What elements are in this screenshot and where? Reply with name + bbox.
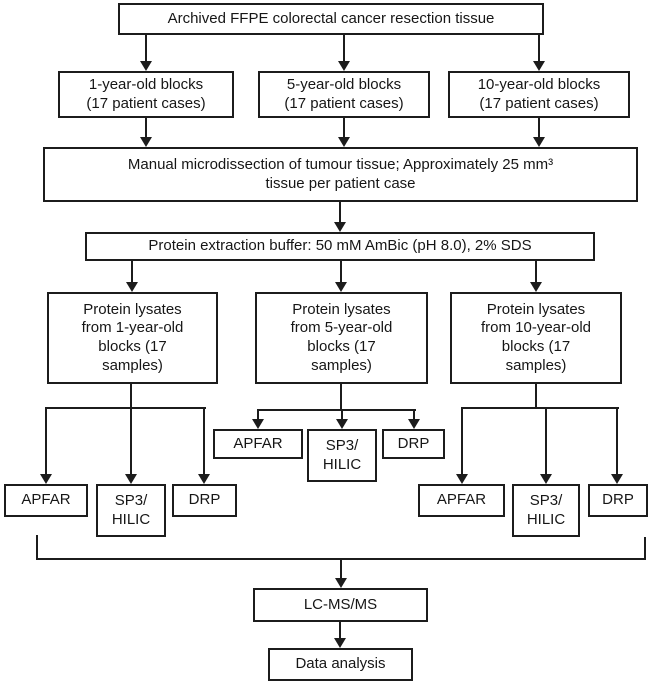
- branch-1yr-drop-sp3-head: [125, 474, 137, 484]
- arrow-micro-to-extraction-head: [334, 222, 346, 232]
- node-sp3-hilic-1yr: SP3/ HILIC: [96, 484, 166, 537]
- arrow-source-to-5yr-line: [343, 35, 345, 61]
- arrow-extraction-to-lysates10-head: [530, 282, 542, 292]
- branch-10yr-drop-drp-head: [611, 474, 623, 484]
- collector-right-stub: [644, 537, 646, 560]
- branch-5yr-drop-apfar-head: [252, 419, 264, 429]
- node-lysates-10yr: Protein lysates from 10-year-old blocks …: [450, 292, 622, 384]
- branch-5yr-bar: [257, 409, 416, 411]
- node-extraction-buffer: Protein extraction buffer: 50 mM AmBic (…: [85, 232, 595, 261]
- arrow-extraction-to-lysates10-line: [535, 261, 537, 282]
- node-archived-tissue: Archived FFPE colorectal cancer resectio…: [118, 3, 544, 35]
- node-apfar-1yr: APFAR: [4, 484, 88, 517]
- node-drp-1yr: DRP: [172, 484, 237, 517]
- arrow-source-to-1yr-line: [145, 35, 147, 61]
- branch-10yr-bar: [461, 407, 619, 409]
- branch-10yr-drop-drp-line: [616, 407, 618, 474]
- branch-10yr-drop-sp3-line: [545, 407, 547, 474]
- branch-10yr-stem: [535, 384, 537, 409]
- arrow-1yr-to-micro-head: [140, 137, 152, 147]
- node-apfar-10yr: APFAR: [418, 484, 505, 517]
- node-blocks-1yr: 1-year-old blocks (17 patient cases): [58, 71, 234, 118]
- arrow-10yr-to-micro-head: [533, 137, 545, 147]
- arrow-extraction-to-lysates1-head: [126, 282, 138, 292]
- arrow-5yr-to-micro-head: [338, 137, 350, 147]
- node-microdissection: Manual microdissection of tumour tissue;…: [43, 147, 638, 202]
- arrow-source-to-5yr-head: [338, 61, 350, 71]
- branch-1yr-drop-drp-line: [203, 407, 205, 474]
- arrow-source-to-10yr-line: [538, 35, 540, 61]
- arrow-collector-to-lcmsms-head: [335, 578, 347, 588]
- arrow-lcmsms-to-data-line: [339, 622, 341, 638]
- branch-5yr-drop-drp-line: [413, 409, 415, 419]
- arrow-lcmsms-to-data-head: [334, 638, 346, 648]
- arrow-source-to-1yr-head: [140, 61, 152, 71]
- node-apfar-5yr: APFAR: [213, 429, 303, 459]
- branch-10yr-drop-sp3-head: [540, 474, 552, 484]
- arrow-micro-to-extraction-line: [339, 202, 341, 222]
- node-drp-10yr: DRP: [588, 484, 648, 517]
- arrow-extraction-to-lysates1-line: [131, 261, 133, 282]
- node-sp3-hilic-5yr: SP3/ HILIC: [307, 429, 377, 482]
- branch-5yr-drop-sp3-line: [341, 409, 343, 419]
- node-data-analysis: Data analysis: [268, 648, 413, 681]
- node-lysates-5yr: Protein lysates from 5-year-old blocks (…: [255, 292, 428, 384]
- branch-1yr-drop-drp-head: [198, 474, 210, 484]
- node-blocks-10yr: 10-year-old blocks (17 patient cases): [448, 71, 630, 118]
- branch-5yr-stem: [340, 384, 342, 411]
- node-blocks-5yr: 5-year-old blocks (17 patient cases): [258, 71, 430, 118]
- arrow-10yr-to-micro-line: [538, 118, 540, 137]
- branch-10yr-drop-apfar-line: [461, 407, 463, 474]
- arrow-5yr-to-micro-line: [343, 118, 345, 137]
- node-drp-5yr: DRP: [382, 429, 445, 459]
- arrow-collector-to-lcmsms-line: [340, 558, 342, 578]
- arrow-1yr-to-micro-line: [145, 118, 147, 137]
- branch-1yr-drop-sp3-line: [130, 407, 132, 474]
- node-sp3-hilic-10yr: SP3/ HILIC: [512, 484, 580, 537]
- branch-5yr-drop-drp-head: [408, 419, 420, 429]
- branch-10yr-drop-apfar-head: [456, 474, 468, 484]
- branch-1yr-bar: [45, 407, 206, 409]
- collector-left-stub: [36, 535, 38, 560]
- branch-1yr-drop-apfar-line: [45, 407, 47, 474]
- branch-1yr-stem: [130, 384, 132, 409]
- branch-5yr-drop-sp3-head: [336, 419, 348, 429]
- arrow-extraction-to-lysates5-line: [340, 261, 342, 282]
- node-lysates-1yr: Protein lysates from 1-year-old blocks (…: [47, 292, 218, 384]
- arrow-extraction-to-lysates5-head: [335, 282, 347, 292]
- arrow-source-to-10yr-head: [533, 61, 545, 71]
- branch-5yr-drop-apfar-line: [257, 409, 259, 419]
- node-lcmsms: LC-MS/MS: [253, 588, 428, 622]
- branch-1yr-drop-apfar-head: [40, 474, 52, 484]
